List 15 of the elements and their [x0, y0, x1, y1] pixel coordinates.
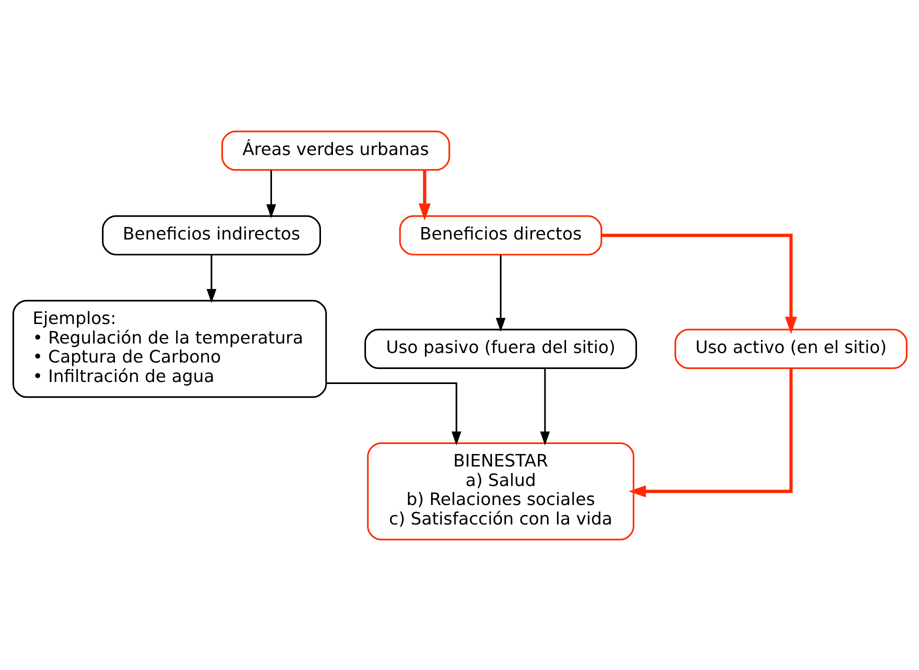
node-box: Beneficios directos [398, 214, 602, 255]
arrow [418, 170, 430, 220]
node-box: Uso activo (en el sitio) [674, 328, 908, 368]
arrow [206, 254, 216, 302]
node-box: Áreas verdes urbanas [220, 130, 450, 170]
arrow [600, 233, 797, 334]
node-box: BIENESTAR a) Salud b) Relaciones sociales c) Satisfacción con la vida [366, 442, 634, 540]
node-box: Ejemplos: • Regulación de la temperatura • Captura de Carbono • Infiltración de agua [12, 299, 326, 398]
arrow [495, 254, 506, 332]
arrow [628, 368, 792, 497]
node-box: Beneficios indirectos [101, 214, 320, 255]
node-box: Uso pasivo (fuera del sitio) [364, 328, 637, 368]
arrow [326, 382, 461, 445]
arrow [540, 368, 550, 445]
arrow [266, 170, 276, 218]
